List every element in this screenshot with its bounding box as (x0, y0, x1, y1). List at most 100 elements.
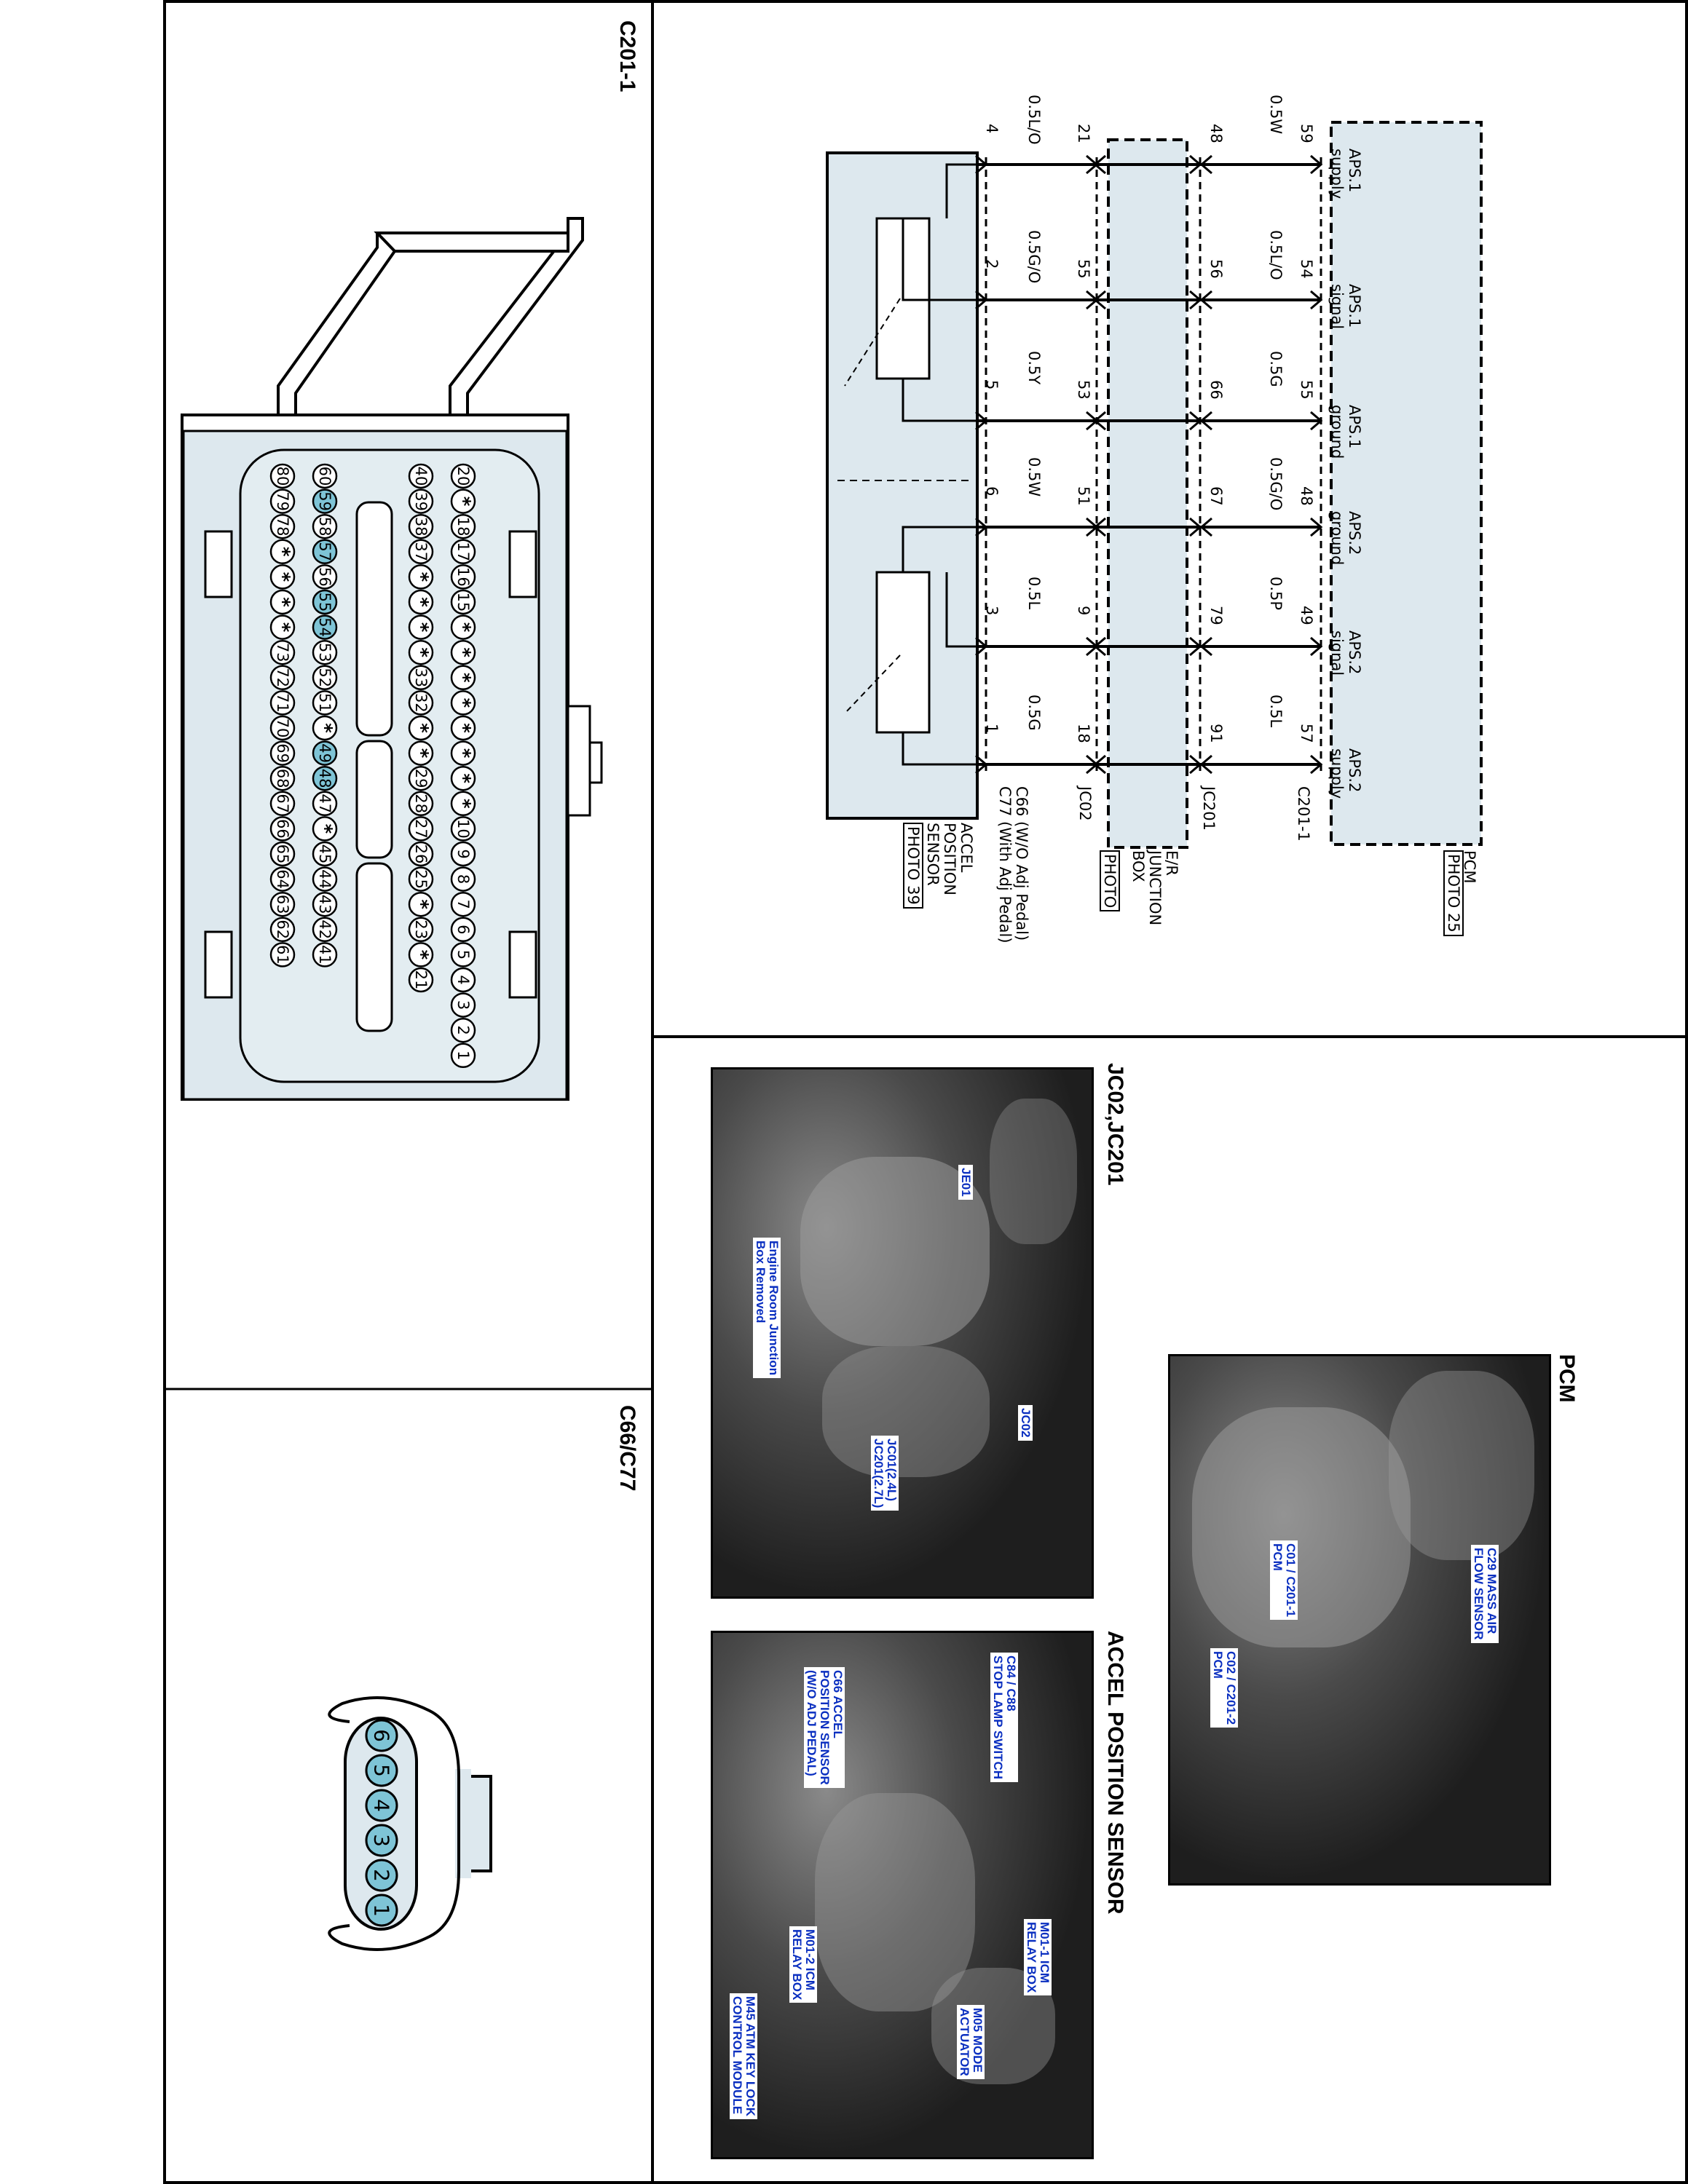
c201-pin-label: 33 (412, 668, 430, 687)
c201-pin-label: 45 (316, 844, 334, 864)
c66-pin-label: 5 (370, 1764, 394, 1777)
c201-pin-empty (450, 740, 476, 766)
c201-pin-label: 53 (316, 643, 334, 662)
c201-pin-label: 42 (316, 919, 334, 939)
connector-terminal (1093, 636, 1106, 657)
pcm-pin-number: 59 (1298, 124, 1315, 143)
circuit-label: APS.1 supply (1328, 149, 1363, 199)
c201-pin-label: * (452, 799, 474, 809)
c201-pin-66 (269, 816, 296, 842)
c201-pin-label: 60 (316, 467, 334, 486)
pcm-pin-number: 49 (1298, 606, 1315, 625)
pcm-photo-ref[interactable]: PHOTO 25 (1443, 850, 1464, 936)
sensor-internal-wire (945, 572, 977, 648)
c201-pin-empty (408, 715, 434, 741)
c201-pin-empty (450, 791, 476, 817)
c201-pin-label: 20 (454, 467, 472, 486)
c201-pin-16 (450, 564, 476, 590)
jc201-pin-number: 79 (1207, 606, 1225, 625)
jc02-pin-number: 51 (1075, 486, 1092, 506)
c201-pin-60 (312, 463, 338, 489)
wire-spec-bottom: 0.5G/O (1025, 230, 1043, 284)
c201-pin-empty (269, 589, 296, 615)
c201-pin-2 (450, 1017, 476, 1043)
c201-pin-5 (450, 942, 476, 968)
c201-pin-empty (408, 891, 434, 917)
c201-pin-33 (408, 665, 434, 691)
je01-callout: JE01 (958, 1165, 973, 1200)
c201-pin-label: 6 (454, 925, 472, 934)
jc201-connector-id: JC201 (1200, 786, 1218, 831)
c201-pin-label: 54 (316, 617, 334, 637)
connector-terminal (975, 411, 988, 431)
c201-pin-label: 68 (274, 769, 291, 788)
c201-pin-label: 63 (274, 895, 291, 914)
sensor-photo-ref[interactable]: PHOTO 39 (903, 823, 923, 909)
c201-pin-28 (408, 791, 434, 817)
c201-pin-label: 21 (412, 970, 430, 990)
connector-terminal (1199, 154, 1212, 175)
circuit-label: APS.1 signal (1328, 284, 1363, 330)
wire-spec-top: 0.5G/O (1267, 457, 1285, 511)
c201-pin-empty (450, 614, 476, 640)
c201-pin-26 (408, 841, 434, 867)
c201-pin-62 (269, 917, 296, 943)
c201-pin-41 (312, 942, 338, 968)
c201-pin-53 (312, 639, 338, 665)
c201-pin-label: 47 (316, 794, 334, 813)
c201-pin-label: 1 (454, 1051, 472, 1060)
connector-terminal (1310, 636, 1323, 657)
jc01-jc201-callout: JC01(2.4L) JC201(2.7L) (871, 1436, 899, 1511)
c201-pin-7 (450, 891, 476, 917)
pcm-connector-id: C201-1 (1295, 786, 1312, 842)
c201-pin-label: * (452, 673, 474, 683)
wire-spec-top: 0.5W (1267, 95, 1285, 135)
c201-pin-label: 44 (316, 869, 334, 889)
sensor-internal-wire (902, 218, 977, 301)
c201-pin-label: * (452, 496, 474, 507)
c201-pin-51 (312, 690, 338, 716)
c201-pin-label: 27 (412, 819, 430, 839)
c201-pin-label: 52 (316, 668, 334, 687)
stop-lamp-switch-callout: C84 / C88 STOP LAMP SWITCH (990, 1653, 1018, 1783)
jc201-pin-number: 56 (1207, 259, 1225, 279)
c201-pin-54 (312, 614, 338, 640)
connector-terminal (1310, 517, 1323, 537)
c201-pin-29 (408, 765, 434, 791)
c201-pin-empty (408, 639, 434, 665)
accel-photo[interactable] (711, 1631, 1094, 2159)
c201-pin-label: 43 (316, 895, 334, 914)
c201-pin-67 (269, 791, 296, 817)
circuit-label: APS.2 signal (1328, 630, 1363, 676)
junction-box-photo-ref[interactable]: PHOTO (1100, 850, 1120, 912)
c201-pin-empty (450, 690, 476, 716)
c66-pin-3 (365, 1824, 398, 1857)
c201-pin-label: 37 (412, 542, 430, 561)
c201-pin-empty (450, 765, 476, 791)
c201-pin-label: 26 (412, 844, 430, 864)
c66-pin-5 (365, 1754, 398, 1787)
c201-pin-empty (408, 942, 434, 968)
c201-pin-label: * (272, 547, 293, 557)
c66-pin-label: 1 (370, 1904, 394, 1917)
circuit-label: APS.2 ground (1328, 511, 1363, 566)
c201-pin-42 (312, 917, 338, 943)
c201-2-pcm-callout: C02 / C201-2 PCM (1210, 1648, 1238, 1728)
c201-pin-label: 2 (454, 1026, 472, 1035)
c201-pin-label: 4 (454, 975, 472, 984)
c201-pin-15 (450, 589, 476, 615)
atm-key-lock-module-callout: M45 ATM KEY LOCK CONTROL MODULE (730, 1993, 757, 2119)
c201-pin-label: 16 (454, 567, 472, 587)
c201-pin-43 (312, 891, 338, 917)
c201-pin-label: * (452, 622, 474, 633)
connector-terminal (1199, 517, 1212, 537)
c201-pin-label: * (314, 723, 336, 733)
c201-pin-label: 7 (454, 900, 472, 909)
c201-pin-label: 66 (274, 819, 291, 839)
c201-pin-label: 62 (274, 919, 291, 939)
wire-spec-bottom: 0.5Y (1025, 351, 1043, 385)
c201-pin-9 (450, 841, 476, 867)
c201-pin-empty (312, 816, 338, 842)
c201-pin-label: 5 (454, 950, 472, 960)
c201-pin-label: * (410, 950, 432, 960)
